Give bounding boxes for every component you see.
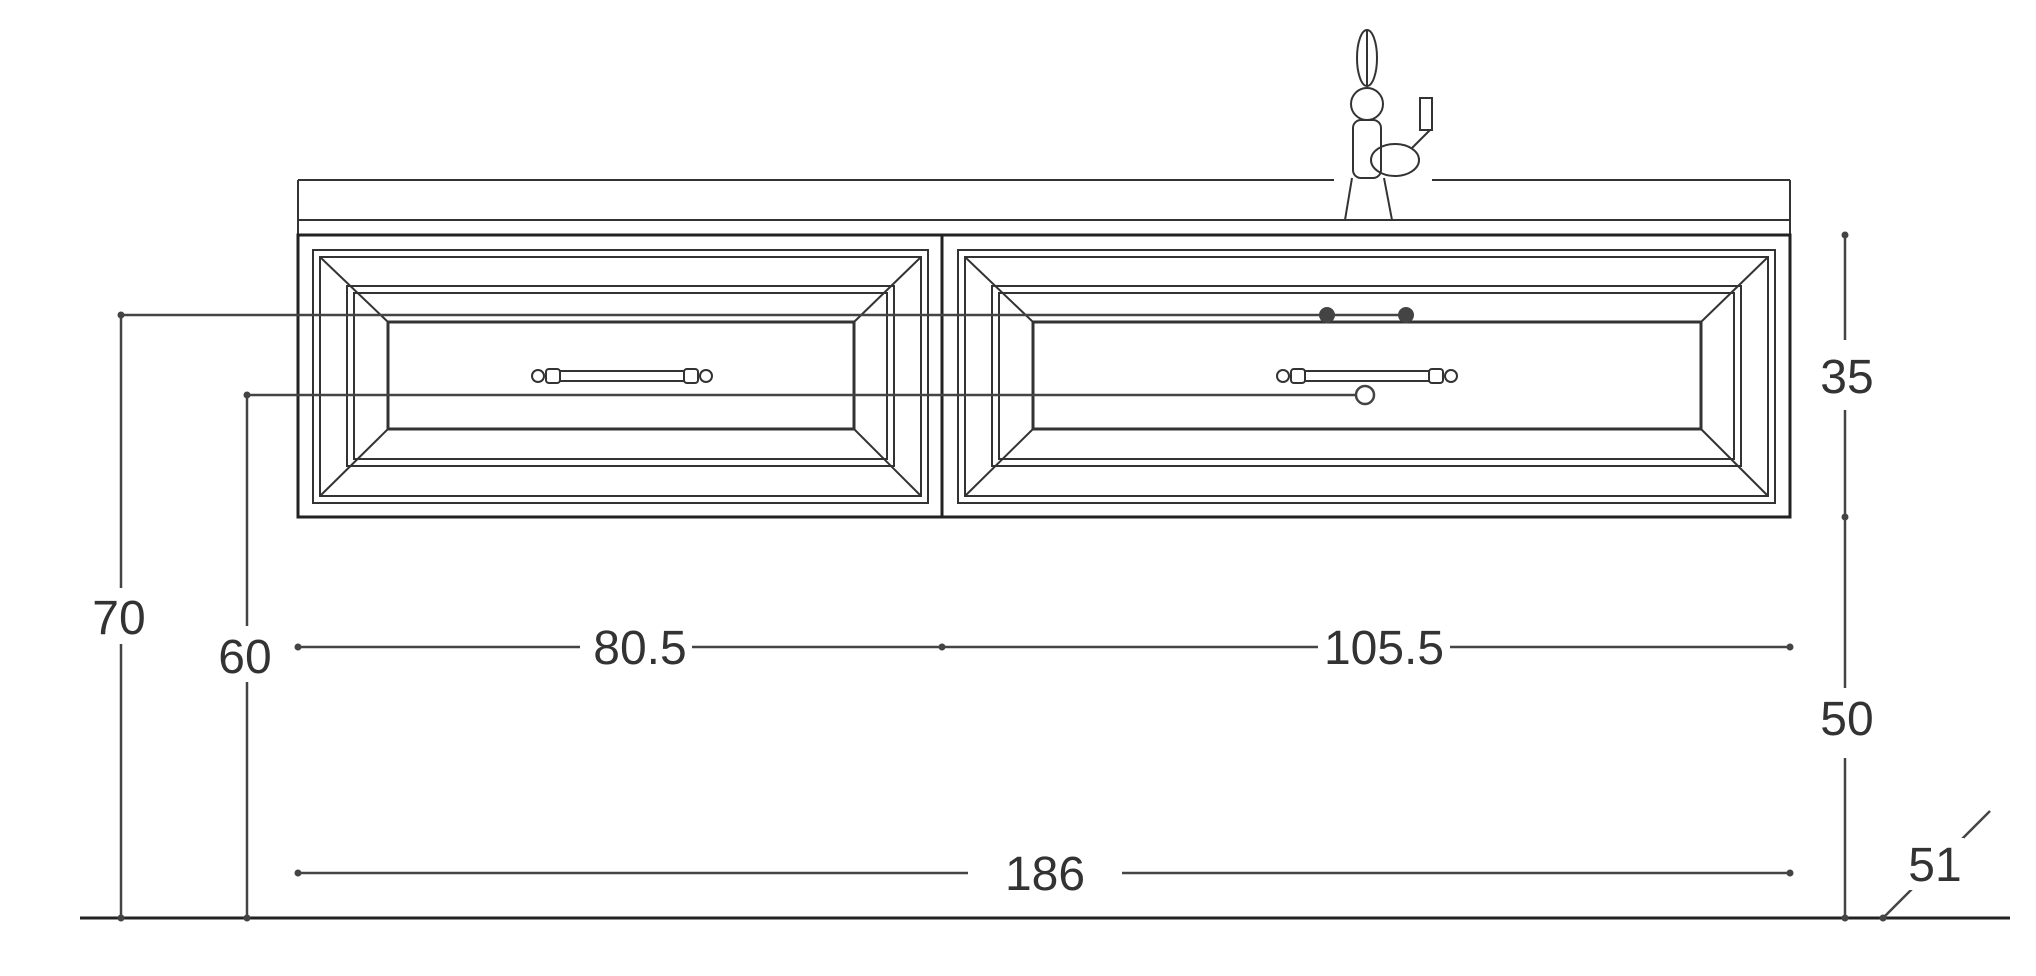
water-inlet-marker <box>1319 307 1335 323</box>
drawer-width-dimension <box>294 643 1794 651</box>
overall-width-dimension <box>294 869 1794 877</box>
drain-outlet-icon <box>1354 384 1376 406</box>
vertical-height-dimension <box>1841 231 1849 922</box>
overall-width-label: 186 <box>1005 848 1085 901</box>
left-drawer <box>312 249 929 504</box>
cabinet-body <box>296 233 1792 519</box>
left-drawer-handle[interactable] <box>531 368 713 384</box>
water-inlet-marker <box>1398 307 1414 323</box>
left-drawer-width-label: 80.5 <box>593 622 686 675</box>
faucet-icon <box>1343 29 1433 221</box>
right-drawer-handle[interactable] <box>1276 368 1458 384</box>
right-drawer <box>957 249 1776 504</box>
depth-label: 51 <box>1908 839 1961 892</box>
height-dimension-markers <box>117 311 251 922</box>
countertop <box>297 179 1791 235</box>
cabinet-height-label: 35 <box>1820 351 1873 404</box>
drain-line <box>245 393 1365 918</box>
wall-gap-label: 50 <box>1820 693 1873 746</box>
right-drawer-width-label: 105.5 <box>1324 622 1444 675</box>
water-supply-height-label: 70 <box>92 592 145 645</box>
drain-height-label: 60 <box>218 631 271 684</box>
